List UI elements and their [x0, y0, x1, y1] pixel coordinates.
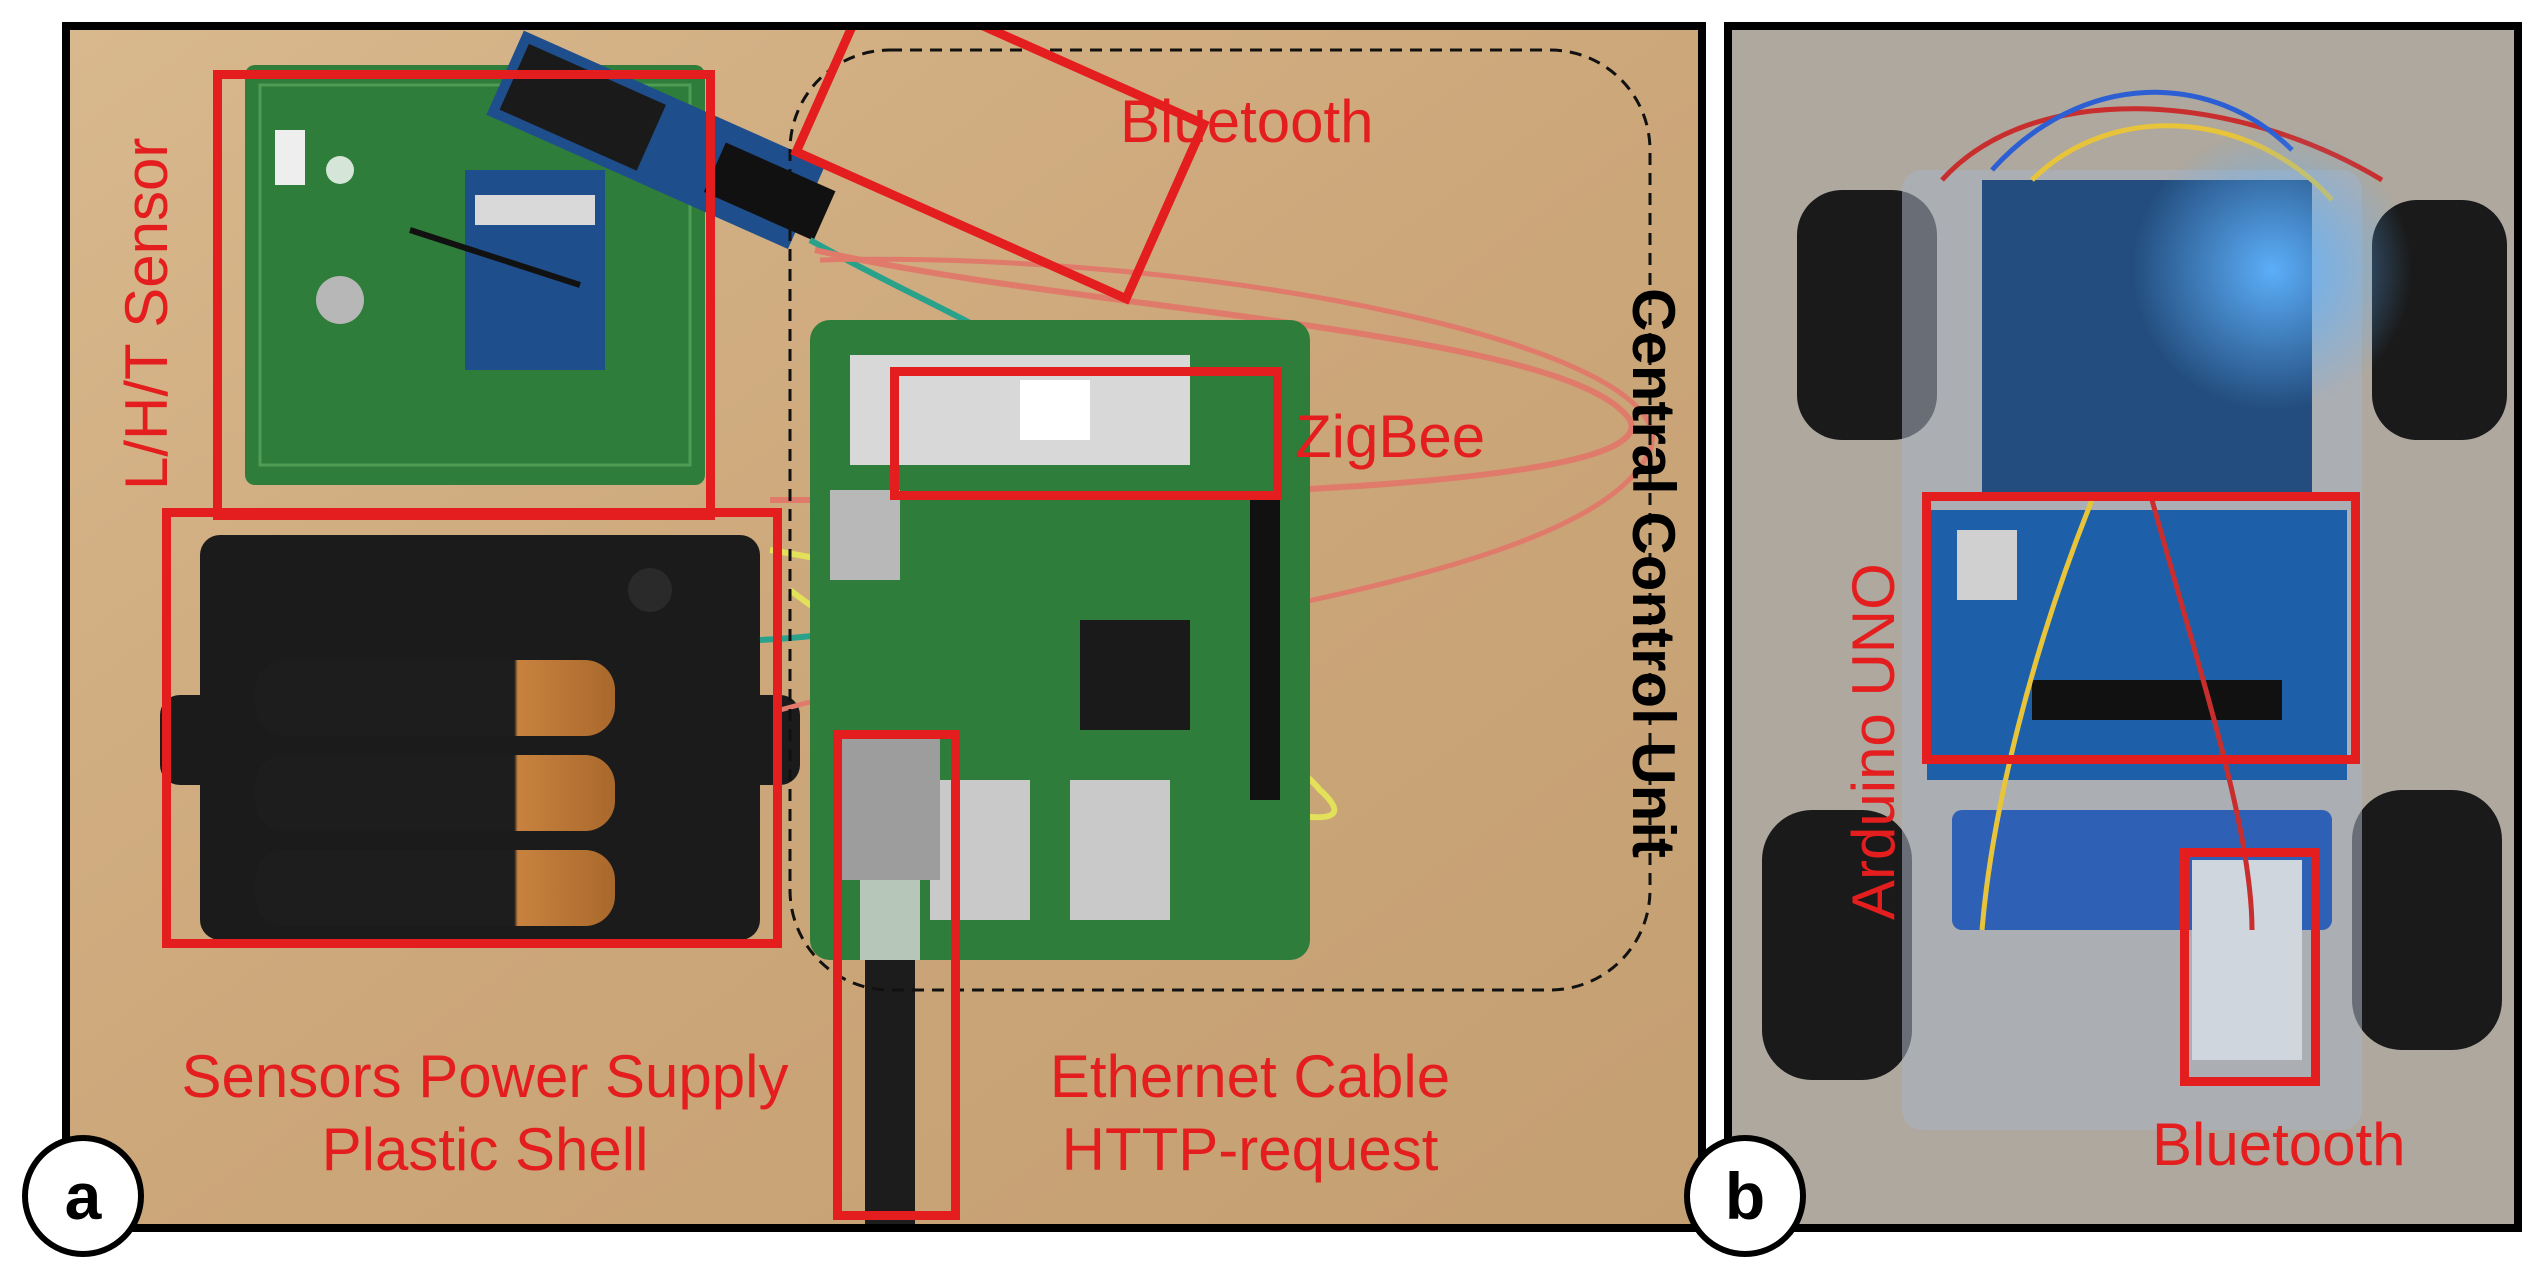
- sensor-pcb-image: [245, 65, 705, 485]
- panel-a-photo: L/H/T Sensor Bluetooth ZigBee Central Co…: [62, 22, 1706, 1232]
- power-supply-callout: [162, 508, 782, 948]
- bluetooth-b-callout: [2180, 848, 2320, 1086]
- bluetooth-label-a: Bluetooth: [1120, 88, 1374, 155]
- ethernet-callout: [833, 730, 960, 1220]
- panel-b-scene: [1732, 30, 2514, 1224]
- power-supply-label: Sensors Power Supply Plastic Shell: [125, 1040, 845, 1186]
- ethernet-label: Ethernet Cable HTTP-request: [970, 1040, 1530, 1186]
- central-control-unit-boundary: [788, 48, 1652, 992]
- bluetooth-module-b-image: [2192, 860, 2302, 1060]
- bluetooth-label-b: Bluetooth: [2152, 1111, 2406, 1178]
- ethernet-label-line1: Ethernet Cable: [1049, 1043, 1451, 1110]
- arduino-uno-callout: [1922, 492, 2360, 764]
- zigbee-callout: [890, 367, 1282, 500]
- panel-a-scene: [70, 30, 1698, 1224]
- panel-b-badge: b: [1684, 1135, 1806, 1257]
- ethernet-cable-image: [840, 730, 940, 1224]
- panel-a-badge: a: [22, 1135, 144, 1257]
- led-glow: [2132, 130, 2412, 410]
- ethernet-label-line2: HTTP-request: [1061, 1116, 1439, 1184]
- arduino-uno-label: Arduino UNO: [1840, 563, 1907, 920]
- central-control-unit-label: Central Control Unit: [1620, 288, 1687, 858]
- robot-wheels-image: [1762, 190, 2507, 1080]
- power-supply-label-line1: Sensors Power Supply: [181, 1043, 789, 1110]
- lht-sensor-callout: [213, 70, 715, 520]
- battery-shell-image: [160, 535, 800, 940]
- panel-b-photo: Arduino UNO Bluetooth: [1724, 22, 2522, 1232]
- zigbee-label: ZigBee: [1295, 403, 1486, 470]
- lht-sensor-label: L/H/T Sensor: [113, 137, 180, 490]
- power-supply-label-line2: Plastic Shell: [321, 1116, 649, 1184]
